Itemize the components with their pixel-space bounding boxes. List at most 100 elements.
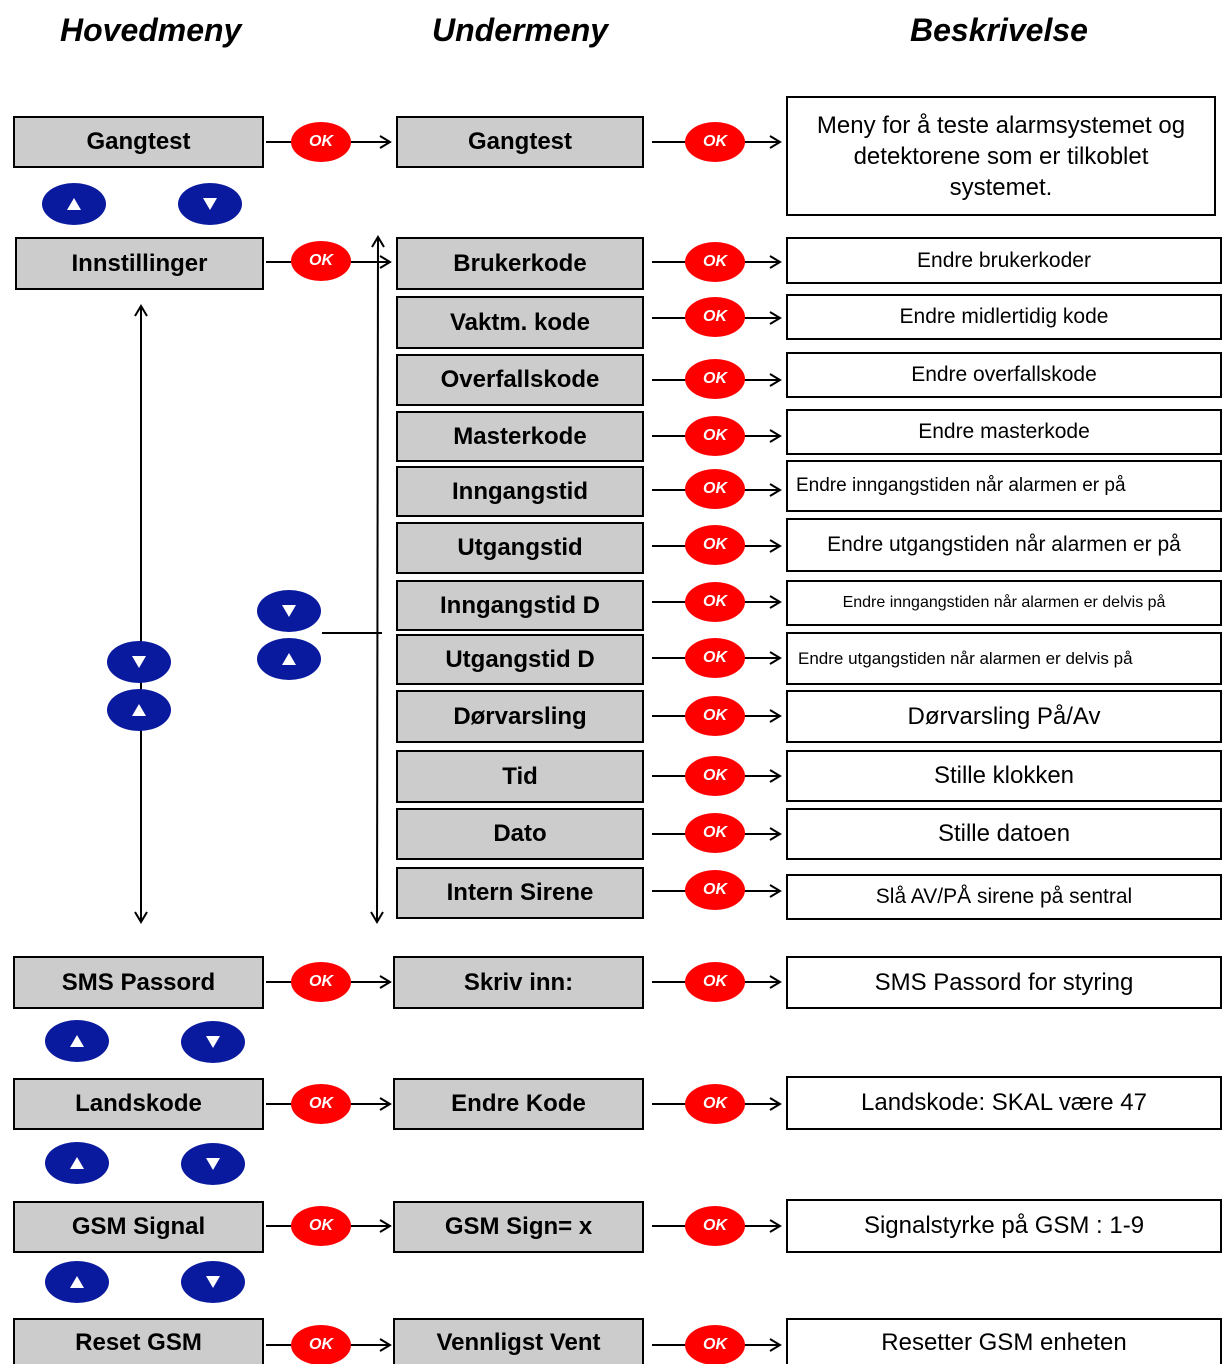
submenu-overfallskode[interactable]: Overfallskode — [396, 354, 644, 406]
arrowhead — [769, 539, 782, 553]
ok-button[interactable]: OK — [685, 638, 745, 678]
description-masterkode: Endre masterkode — [786, 409, 1222, 455]
down-arrow-button[interactable] — [107, 641, 171, 683]
arrowhead — [769, 429, 782, 443]
header-submenu: Undermeny — [432, 12, 609, 48]
ok-button[interactable]: OK — [685, 870, 745, 910]
submenu-gangtest[interactable]: Gangtest — [396, 116, 644, 168]
arrowhead — [769, 1338, 782, 1352]
ok-button[interactable]: OK — [685, 756, 745, 796]
submenu-utgangstid-d[interactable]: Utgangstid D — [396, 634, 644, 685]
submenu-endre-kode[interactable]: Endre Kode — [393, 1078, 644, 1130]
triangle-up-icon — [67, 198, 81, 210]
ok-button[interactable]: OK — [685, 359, 745, 399]
arrowhead — [134, 911, 148, 924]
arrowhead — [769, 373, 782, 387]
submenu-dato[interactable]: Dato — [396, 808, 644, 860]
submenu-vaktm-kode[interactable]: Vaktm. kode — [396, 296, 644, 349]
submenu-gsm-sign[interactable]: GSM Sign= x — [393, 1201, 644, 1253]
down-arrow-button[interactable] — [178, 183, 242, 225]
description-brukerkode: Endre brukerkoder — [786, 237, 1222, 284]
up-arrow-button[interactable] — [45, 1261, 109, 1303]
triangle-down-icon — [206, 1158, 220, 1170]
ok-button[interactable]: OK — [685, 696, 745, 736]
arrowhead — [379, 135, 392, 149]
down-arrow-button[interactable] — [181, 1261, 245, 1303]
main-menu-gsm-signal[interactable]: GSM Signal — [13, 1201, 264, 1253]
description-utgangstid: Endre utgangstiden når alarmen er på — [786, 518, 1222, 572]
ok-button[interactable]: OK — [685, 416, 745, 456]
ok-button[interactable]: OK — [685, 962, 745, 1002]
triangle-down-icon — [282, 605, 296, 617]
ok-button[interactable]: OK — [291, 1206, 351, 1246]
down-arrow-button[interactable] — [181, 1143, 245, 1185]
submenu-utgangstid[interactable]: Utgangstid — [396, 522, 644, 574]
description-inngangstid: Endre inngangstiden når alarmen er på — [786, 460, 1222, 512]
main-menu-gangtest[interactable]: Gangtest — [13, 116, 264, 168]
ok-button[interactable]: OK — [291, 962, 351, 1002]
ok-button[interactable]: OK — [291, 122, 351, 162]
ok-button[interactable]: OK — [685, 813, 745, 853]
up-arrow-button[interactable] — [45, 1020, 109, 1062]
ok-button[interactable]: OK — [685, 1206, 745, 1246]
description-gangtest: Meny for å teste alarmsystemet og detekt… — [786, 96, 1216, 216]
down-arrow-button[interactable] — [257, 590, 321, 632]
description-inngangstid-d: Endre inngangstiden når alarmen er delvi… — [786, 580, 1222, 626]
ok-button[interactable]: OK — [685, 242, 745, 282]
description-sms-passord: SMS Passord for styring — [786, 956, 1222, 1009]
arrowhead — [769, 769, 782, 783]
main-menu-sms-passord[interactable]: SMS Passord — [13, 956, 264, 1009]
ok-button[interactable]: OK — [291, 241, 351, 281]
main-menu-reset-gsm[interactable]: Reset GSM — [13, 1318, 264, 1364]
description-vaktm-kode: Endre midlertidig kode — [786, 294, 1222, 340]
arrowhead — [379, 255, 392, 269]
arrowhead — [769, 595, 782, 609]
main-menu-innstillinger[interactable]: Innstillinger — [15, 237, 264, 290]
ok-button[interactable]: OK — [685, 525, 745, 565]
header-main-menu: Hovedmeny — [60, 12, 242, 48]
arrowhead — [370, 911, 384, 924]
main-menu-landskode[interactable]: Landskode — [13, 1078, 264, 1130]
ok-button[interactable]: OK — [685, 297, 745, 337]
up-arrow-button[interactable] — [45, 1142, 109, 1184]
ok-button[interactable]: OK — [291, 1325, 351, 1364]
arrowhead — [769, 483, 782, 497]
submenu-inngangstid-d[interactable]: Inngangstid D — [396, 580, 644, 631]
description-landskode: Landskode: SKAL være 47 — [786, 1076, 1222, 1130]
submenu-vennligst-vent[interactable]: Vennligst Vent — [393, 1318, 644, 1364]
ok-button[interactable]: OK — [685, 1325, 745, 1364]
ok-button[interactable]: OK — [685, 582, 745, 622]
submenu-intern-sirene[interactable]: Intern Sirene — [396, 867, 644, 919]
triangle-down-icon — [206, 1276, 220, 1288]
header-description: Beskrivelse — [910, 12, 1088, 48]
submenu-masterkode[interactable]: Masterkode — [396, 411, 644, 462]
arrowhead — [379, 1219, 392, 1233]
submenu-inngangstid[interactable]: Inngangstid — [396, 466, 644, 517]
submenu-brukerkode[interactable]: Brukerkode — [396, 237, 644, 290]
arrowhead — [769, 827, 782, 841]
submenu-tid[interactable]: Tid — [396, 750, 644, 803]
up-arrow-button[interactable] — [107, 689, 171, 731]
down-arrow-button[interactable] — [181, 1021, 245, 1063]
arrowhead — [769, 1097, 782, 1111]
arrowhead — [769, 975, 782, 989]
arrowhead — [769, 884, 782, 898]
description-dorvarsling: Dørvarsling På/Av — [786, 690, 1222, 743]
ok-button[interactable]: OK — [685, 469, 745, 509]
triangle-up-icon — [70, 1276, 84, 1288]
submenu-dorvarsling[interactable]: Dørvarsling — [396, 690, 644, 743]
submenu-skriv-inn[interactable]: Skriv inn: — [393, 956, 644, 1009]
arrowhead — [134, 304, 148, 317]
up-arrow-button[interactable] — [42, 183, 106, 225]
ok-button[interactable]: OK — [291, 1084, 351, 1124]
description-intern-sirene: Slå AV/PÅ sirene på sentral — [786, 874, 1222, 920]
description-utgangstid-d: Endre utgangstiden når alarmen er delvis… — [786, 632, 1222, 685]
arrowhead — [379, 1097, 392, 1111]
triangle-up-icon — [132, 704, 146, 716]
ok-button[interactable]: OK — [685, 1084, 745, 1124]
up-arrow-button[interactable] — [257, 638, 321, 680]
arrowhead — [769, 709, 782, 723]
arrowhead — [769, 651, 782, 665]
arrowhead — [769, 135, 782, 149]
ok-button[interactable]: OK — [685, 122, 745, 162]
